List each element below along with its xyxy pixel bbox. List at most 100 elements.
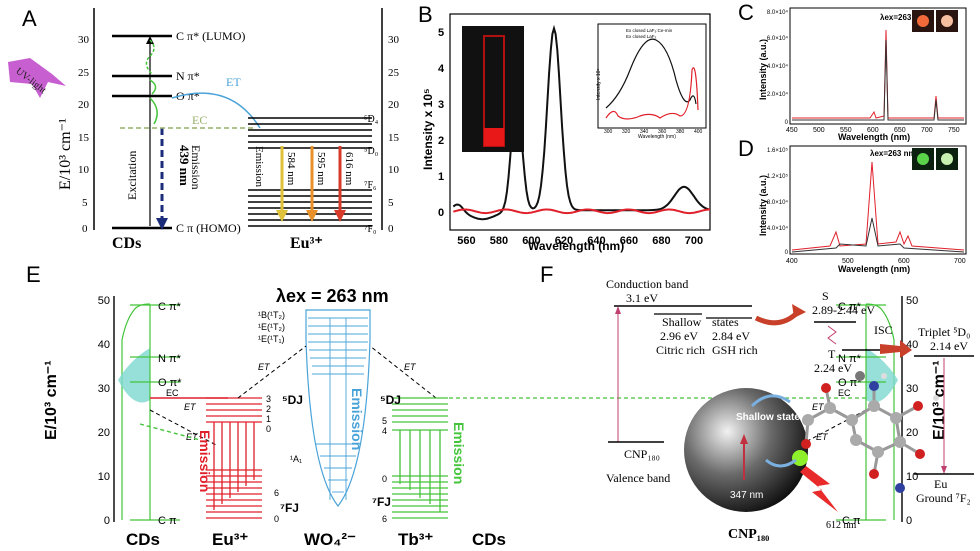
a-ytick-r: 10: [388, 164, 400, 176]
c-xlabel: Wavelength (nm): [838, 132, 910, 142]
b-ytick: 4: [438, 63, 445, 75]
a-ytick-r: 0: [388, 223, 394, 235]
ec-label: EC: [192, 113, 207, 127]
e-right-et-line: [797, 409, 867, 447]
svg-text:0: 0: [266, 424, 271, 434]
c-yticks: 0 2.0×10⁴ 4.0×10⁴ 6.0×10⁴ 8.0×10⁴: [767, 9, 789, 126]
a-ytick: 20: [78, 99, 90, 111]
relax-wave-3: [149, 97, 158, 125]
svg-text:0: 0: [906, 515, 912, 527]
homo-label: C π (HOMO): [176, 221, 241, 235]
e-et-eu-wo4: [237, 345, 307, 399]
d-series-black: [791, 217, 965, 253]
svg-text:0: 0: [785, 250, 789, 256]
svg-text:1.2×10⁵: 1.2×10⁵: [767, 173, 789, 180]
b-inset-black: [605, 38, 697, 109]
b-inset-ylabel: Intensity x 10⁵: [596, 68, 602, 100]
c-ylabel: Intensity (a.u.): [758, 39, 768, 100]
f-vb-label: Valence band: [606, 471, 670, 485]
b-ylabel: Intensity x 10⁵: [421, 88, 435, 170]
npi-label: N π*: [176, 69, 200, 83]
svg-text:4.0×10⁴: 4.0×10⁴: [767, 63, 789, 70]
svg-text:WO₄²⁻: WO₄²⁻: [304, 530, 356, 549]
d-photo-2-glow: [941, 153, 953, 165]
f-triplet-val: 2.14 eV: [930, 339, 968, 353]
b-xtick: 660: [620, 235, 638, 247]
svg-text:20: 20: [906, 427, 918, 439]
svg-text:50: 50: [906, 295, 918, 307]
e-left-npi: N π*: [158, 353, 182, 365]
f-transfer-arrow: [765, 458, 797, 468]
e-yticks-left: 50 40 30 20 10 0: [98, 295, 110, 527]
f-cb-label: Conduction band: [606, 277, 688, 291]
svg-text:700: 700: [921, 127, 933, 134]
e-cd-left-fill: [118, 348, 150, 403]
svg-text:2: 2: [266, 404, 271, 414]
b-ytick: 1: [438, 171, 444, 183]
e-right-npi: N π*: [838, 353, 862, 365]
e-wo4-level-labels: ¹B(¹T₂) ¹E(¹T₂) ¹E(¹T₁): [258, 310, 285, 344]
e-et-tb: ET: [404, 362, 417, 372]
f-eu-emission-head: [941, 466, 947, 474]
d-yticks: 0 4.0×10⁴ 8.0×10⁴ 1.2×10⁵ 1.6×10⁵: [767, 147, 789, 256]
f-shallow-states-label: Shallow states: [736, 412, 806, 423]
e-title: λex = 263 nm: [276, 286, 389, 306]
svg-text:0: 0: [785, 120, 789, 126]
svg-text:500: 500: [842, 258, 854, 265]
c-photo-1-glow: [917, 15, 929, 27]
a-ytick-r: 30: [388, 34, 400, 46]
svg-text:¹E(¹T₂): ¹E(¹T₂): [258, 322, 285, 332]
f-curved-arrow-head: [792, 304, 806, 318]
b-inset-red: [605, 67, 699, 120]
eu-595-label: 595 nm: [315, 152, 327, 186]
e-tb-j6: 6: [382, 514, 387, 524]
svg-text:2.0×10⁴: 2.0×10⁴: [767, 91, 789, 98]
b-ytick: 0: [438, 207, 444, 219]
b-inset-frame: [597, 23, 707, 129]
svg-text:6.0×10⁴: 6.0×10⁴: [767, 35, 789, 42]
svg-text:40: 40: [98, 339, 110, 351]
a-ytick: 25: [78, 67, 90, 79]
f-eu-ion: [792, 450, 808, 466]
f-states: states: [712, 315, 739, 329]
svg-text:750: 750: [948, 127, 960, 134]
uv-light-icon: [8, 58, 66, 98]
b-xtick: 600: [522, 235, 540, 247]
panel-letter-a: A: [22, 6, 37, 31]
eu-d4-label: ⁵D₄: [364, 114, 379, 125]
e-et-tb-wo4: [369, 345, 437, 399]
f-612-label: 612 nm: [826, 520, 857, 531]
svg-text:8.0×10⁴: 8.0×10⁴: [767, 9, 789, 16]
e-tb-num5: 5: [382, 416, 387, 426]
eu-f6-label: ⁷F₆: [364, 180, 377, 191]
b-xtick: 560: [457, 235, 475, 247]
f-cnp-label: CNP₁₈₀: [624, 447, 660, 461]
svg-text:600: 600: [898, 258, 910, 265]
f-cb-val: 3.1 eV: [626, 291, 658, 305]
e-tb-levels: [392, 397, 448, 519]
f-t-val: 2.24 eV: [814, 361, 852, 375]
e-right-cpi: C π: [842, 515, 861, 527]
e-tb-d5j: ⁵DJ: [380, 393, 401, 407]
svg-text:30: 30: [906, 383, 918, 395]
f-347-label: 347 nm: [730, 490, 763, 501]
b-xlabel: Wavelength (nm): [528, 239, 624, 253]
panel-d: D Intensity (a.u.) Wavelength (nm) 400 5…: [738, 136, 967, 274]
f-molecule: [801, 371, 939, 493]
svg-text:380: 380: [676, 129, 685, 135]
a-ytick: 30: [78, 34, 90, 46]
svg-text:Eu³⁺: Eu³⁺: [212, 530, 248, 549]
panel-letter-f: F: [540, 262, 553, 287]
c-ex-label: λex=263 nm: [880, 13, 926, 22]
f-citric-label: Citric rich: [656, 343, 705, 357]
svg-text:CDs: CDs: [126, 530, 160, 549]
a-ytick: 0: [82, 223, 88, 235]
e-yticks-right: 50 40 30 20 10 0: [906, 295, 918, 527]
b-xtick: 700: [685, 235, 703, 247]
svg-text:400: 400: [694, 129, 703, 135]
svg-text:400: 400: [786, 258, 798, 265]
d-plot-frame: [789, 145, 967, 255]
svg-text:8.0×10⁴: 8.0×10⁴: [767, 199, 789, 206]
emission-arrow-head: [156, 218, 168, 230]
